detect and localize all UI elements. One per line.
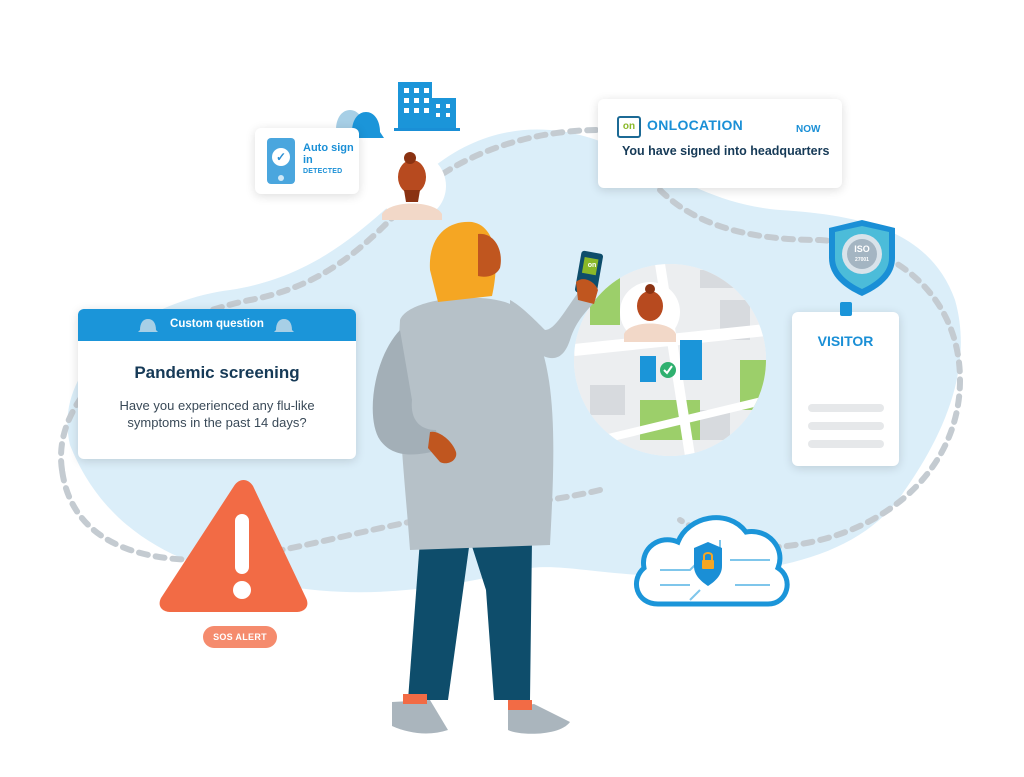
- question-body: Have you experienced any flu-like sympto…: [119, 398, 315, 430]
- avatar: [378, 152, 446, 220]
- sos-alert-button[interactable]: SOS ALERT: [203, 626, 277, 648]
- visitor-badge: VISITOR: [792, 302, 899, 466]
- bell-icon: [138, 319, 158, 332]
- custom-question-label: Custom question: [170, 318, 264, 330]
- iso-number: 27001: [855, 257, 869, 263]
- check-icon: ✓: [272, 148, 290, 166]
- bell-icon: [274, 319, 294, 332]
- custom-question-card: Custom question Pandemic screening Have …: [78, 309, 356, 459]
- question-title: Pandemic screening: [134, 363, 300, 382]
- auto-sign-in-card: ✓ Auto sign in DETECTED: [255, 128, 359, 194]
- phone-screen-logo: on: [587, 262, 597, 269]
- badge-line: [808, 404, 884, 412]
- iso-label: ISO: [854, 244, 870, 254]
- badge-line: [808, 422, 884, 430]
- onlocation-brand: ONLOCATION: [647, 117, 744, 133]
- onlocation-logo-icon: on: [617, 116, 641, 138]
- phone-icon: ✓: [267, 138, 295, 184]
- onlocation-notification: on ONLOCATION NOW You have signed into h…: [598, 99, 842, 188]
- auto-sign-in-title: Auto sign in: [303, 142, 354, 166]
- badge-line: [808, 440, 884, 448]
- warning-icon: [159, 480, 308, 612]
- notification-message: You have signed into headquarters: [622, 144, 830, 158]
- person-illustration: [372, 221, 604, 734]
- badge-clip: [840, 302, 852, 316]
- auto-sign-in-status: DETECTED: [303, 168, 343, 175]
- cloud-lock-icon: [634, 515, 790, 607]
- custom-question-header: Custom question: [78, 309, 356, 341]
- visitor-title: VISITOR: [817, 333, 874, 349]
- notification-time: NOW: [796, 124, 821, 135]
- building-icon: [394, 82, 460, 131]
- phone-button: [278, 175, 284, 181]
- shield-icon: [829, 220, 895, 296]
- map-icon: [574, 264, 766, 456]
